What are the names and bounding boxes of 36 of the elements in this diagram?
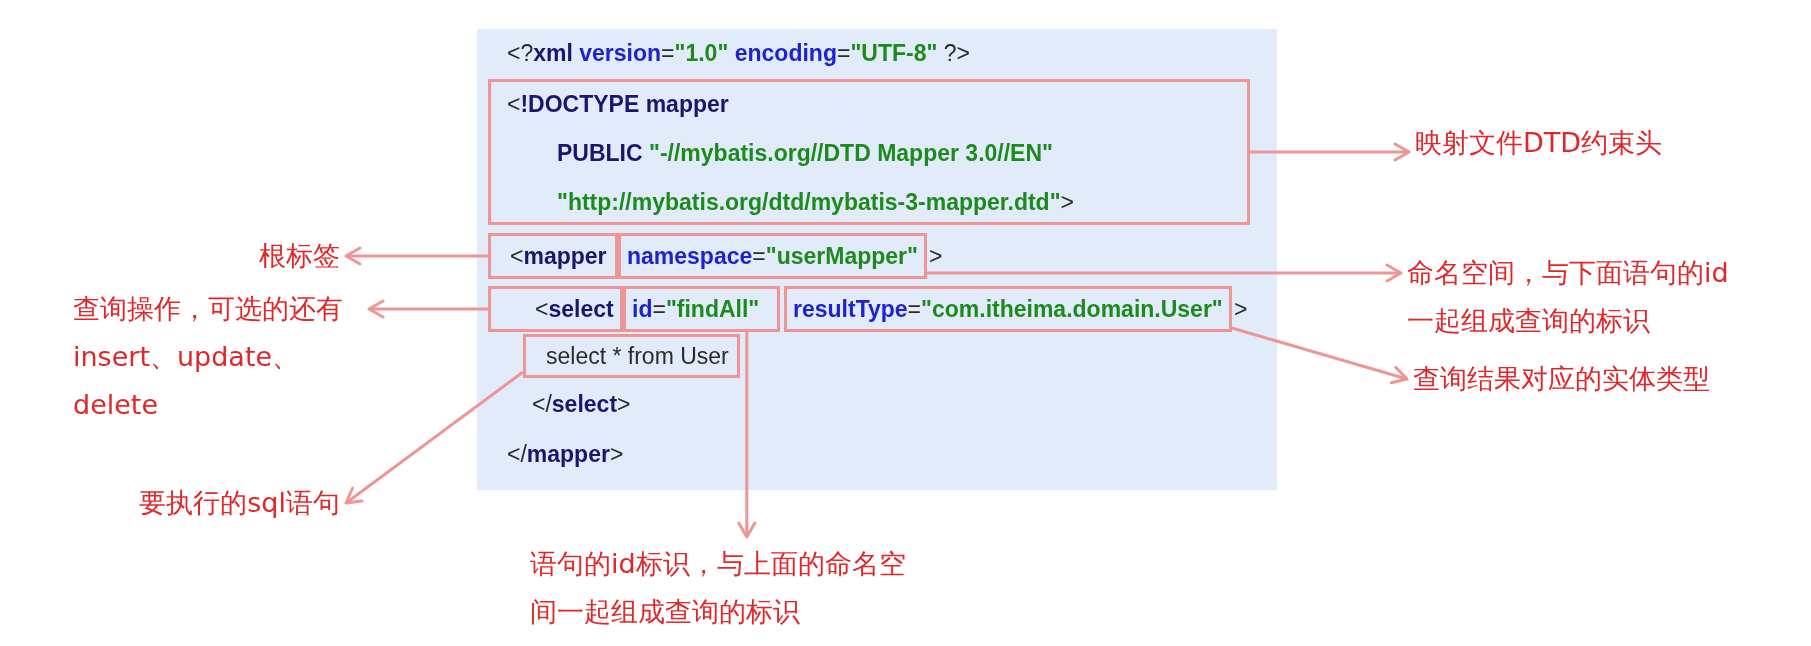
annotation-text: 查询结果对应的实体类型	[1413, 355, 1710, 403]
code-line: <!DOCTYPE mapper	[507, 90, 729, 118]
arrow	[1250, 142, 1411, 162]
code-line: </mapper>	[507, 440, 624, 468]
code-line: </select>	[532, 390, 631, 418]
highlight-frame	[618, 233, 927, 279]
code-text: select * from User	[546, 342, 729, 370]
code-line: "http://mybatis.org/dtd/mybatis-3-mapper.dtd">	[557, 188, 1074, 216]
code-line: >	[929, 242, 943, 270]
annotation-text: 语句的id标识，与上面的命名空间一起组成查询的标识	[530, 540, 920, 636]
annotation-text: 要执行的sql语句	[139, 479, 340, 527]
code-text: <select	[535, 295, 614, 323]
highlight-frame	[623, 286, 781, 332]
annotation-text: 映射文件DTD约束头	[1415, 119, 1663, 167]
arrow	[926, 263, 1403, 283]
code-line: >	[1234, 295, 1248, 323]
code-text: id="findAll"	[632, 295, 760, 323]
arrow	[1231, 326, 1409, 385]
annotation-text: 命名空间，与下面语句的id一起组成查询的标识	[1407, 249, 1742, 345]
code-text: namespace="userMapper"	[627, 242, 918, 270]
arrow	[737, 332, 757, 539]
code-text: <mapper	[510, 242, 607, 270]
code-text: resultType="com.itheima.domain.User"	[793, 295, 1223, 323]
annotation-text: 查询操作，可选的还有insert、update、delete	[73, 285, 363, 429]
highlight-frame	[523, 334, 740, 378]
annotation-text: 根标签	[259, 232, 340, 280]
highlight-frame	[488, 286, 623, 332]
arrow	[344, 246, 488, 266]
highlight-frame	[488, 79, 1250, 225]
highlight-frame	[784, 286, 1232, 332]
highlight-frame	[488, 233, 618, 279]
arrow	[367, 299, 488, 319]
code-panel	[477, 29, 1277, 490]
code-line: <?xml version="1.0" encoding="UTF-8" ?>	[507, 39, 970, 67]
code-line: PUBLIC "-//mybatis.org//DTD Mapper 3.0//EN"	[557, 139, 1053, 167]
arrow	[344, 370, 524, 505]
